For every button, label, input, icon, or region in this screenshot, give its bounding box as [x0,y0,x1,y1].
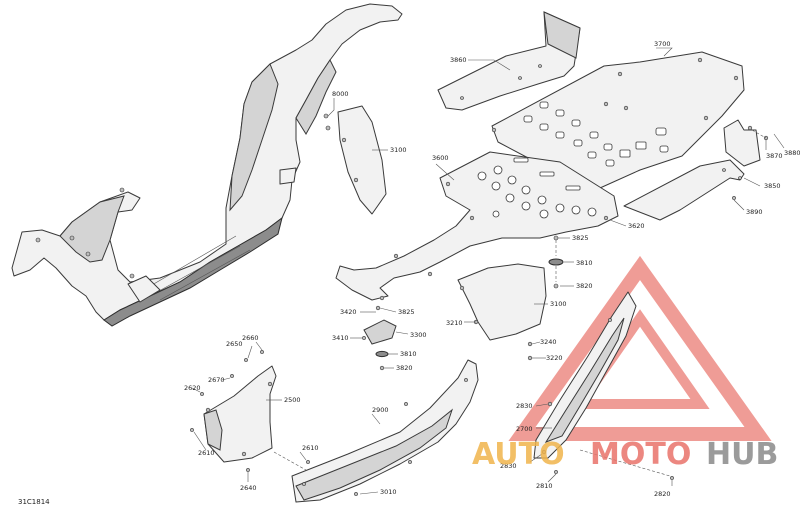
callout-label: 3880 [784,149,800,157]
callout-label: 2820 [654,490,671,498]
callout-label: 2700 [516,425,533,433]
fasteners-3240-3220: 3240 3220 [527,338,563,362]
lower-front-panel-2500: 2650 2660 2670 2620 2500 2610 2640 [184,334,301,492]
fasteners-right-group: 3825 3810 3820 [548,234,593,290]
callout-label: 2620 [184,384,201,392]
callout-label: 2640 [240,484,257,492]
watermark-auto: AUTO [472,437,565,472]
callout-label: 3890 [746,208,763,216]
callout-label: 3100 [550,300,567,308]
callout-label: 3010 [380,488,397,496]
callout-label: 3820 [396,364,413,372]
callout-label: 3870 [766,152,783,160]
callout-label: 2810 [536,482,553,490]
left-side-body-panel [11,3,403,327]
upper-panel-3100: 3100 [337,105,407,215]
side-bar-2700: 2830 2700 2830 2810 2820 [500,291,674,498]
callout-label: 2610 [302,444,319,452]
callout-label: 2660 [242,334,259,342]
callout-label: 2500 [284,396,301,404]
callout-label: 2650 [226,340,243,348]
callout-label: 3810 [400,350,417,358]
callout-label: 3850 [764,182,781,190]
callout-label: 3825 [572,234,589,242]
callout-label: 3210 [446,319,463,327]
callout-label: 2900 [372,406,389,414]
callout-label: 3860 [450,56,467,64]
callout-label: 3825 [398,308,415,316]
callout-8000: 8000 [327,90,349,117]
callout-label: 3810 [576,259,593,267]
callout-label: 2610 [198,449,215,457]
watermark-wordmark: AUTO MOTO HUB [472,437,778,472]
watermark-hub: HUB [706,437,778,472]
floor-plate-holes [523,101,669,167]
callout-label: 3700 [654,40,671,48]
callout-label: 3220 [546,354,563,362]
bracket-3300: 3825 3420 3410 3300 3810 3820 [332,305,427,372]
callout-label: 3100 [390,146,407,154]
lower-panel-3100: 3100 3210 [446,263,567,341]
callout-label: 3410 [332,334,349,342]
document-id: 31C1814 [18,498,50,506]
bracket-3870: 3870 3880 [723,119,800,167]
floor-plate-3700: 3700 [491,40,745,189]
footrest-plate-3860: 3860 [437,11,581,111]
callout-label: 2830 [500,462,517,470]
callout-label: 3240 [540,338,557,346]
side-plate-3850: 3850 3890 [623,159,781,221]
callout-label: 3600 [432,154,449,162]
floor-plate-3600-holes [477,157,597,219]
callout-label: 3820 [576,282,593,290]
callout-label: 3300 [410,331,427,339]
lower-side-panel-2900: 2900 2610 3010 [273,359,479,503]
callout-label: 2670 [208,376,225,384]
callout-label: 3620 [628,222,645,230]
callout-label: 8000 [332,90,349,98]
callout-label: 3420 [340,308,357,316]
callout-label: 2830 [516,402,533,410]
watermark-moto: MOTO [590,437,691,472]
floor-plate-3600: 3600 3620 [335,151,645,301]
